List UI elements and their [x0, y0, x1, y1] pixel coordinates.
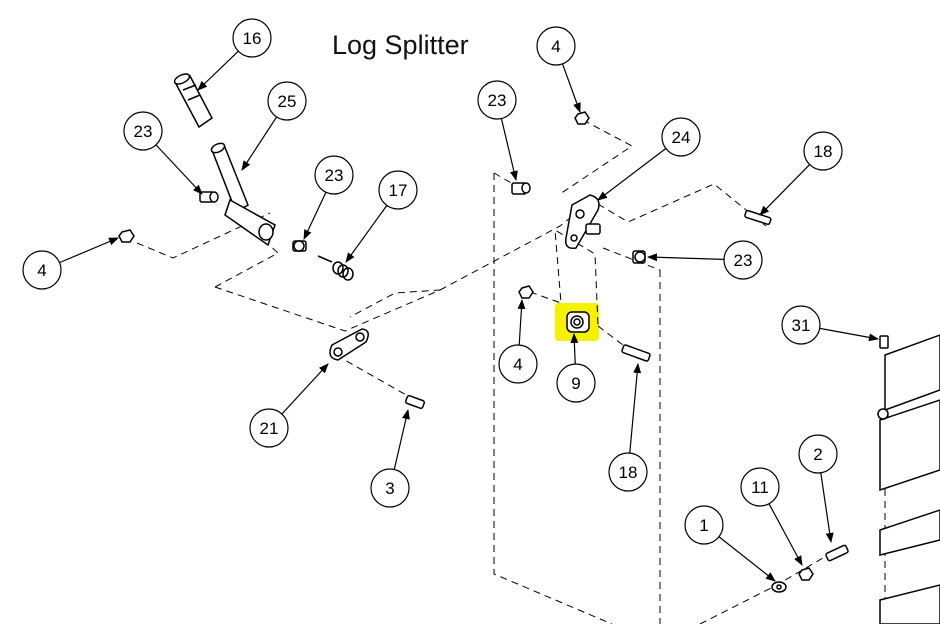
leader-lines	[59, 50, 879, 582]
callout-label-21: 21	[260, 419, 279, 438]
leader-line-4	[59, 237, 119, 264]
part-23-bushing-mid	[292, 240, 307, 252]
part-17-spring	[317, 255, 354, 281]
leader-line-17	[345, 205, 388, 263]
callout-label-16: 16	[243, 29, 262, 48]
callout-label-18: 18	[619, 463, 638, 482]
callout-circle-23	[477, 80, 517, 120]
callout-label-9: 9	[571, 374, 580, 393]
callout-circle-4	[498, 344, 538, 384]
part-4-nut-middle	[518, 285, 534, 299]
callout-circle-3	[370, 468, 410, 508]
part-23-bushing-center	[511, 182, 531, 195]
callout-circle-4	[536, 26, 576, 66]
callout-circle-18	[803, 131, 843, 171]
callout-circle-9	[556, 363, 596, 403]
part-4-nut-top	[574, 111, 590, 125]
part-2-bolt	[825, 544, 849, 562]
callout-label-23: 23	[325, 166, 344, 185]
leader-line-31	[819, 327, 879, 342]
callout-label-23: 23	[734, 251, 753, 270]
part-25-handle-tube	[210, 142, 276, 247]
callout-circle-23	[123, 111, 163, 151]
callout-circle-23	[314, 155, 354, 195]
part-18-pin-upper	[744, 209, 772, 226]
callout-label-2: 2	[813, 445, 822, 464]
callout-label-31: 31	[792, 316, 811, 335]
part-16-handle-grip	[173, 73, 213, 129]
leader-line-23	[647, 253, 725, 262]
callout-label-4: 4	[513, 355, 522, 374]
leader-line-9	[570, 333, 579, 365]
leader-line-4	[561, 63, 581, 113]
callout-circle-24	[661, 117, 701, 157]
leader-line-18	[629, 363, 642, 454]
callout-label-18: 18	[814, 142, 833, 161]
leader-line-11	[768, 503, 803, 566]
leader-line-25	[241, 116, 278, 171]
callout-circle-11	[740, 467, 780, 507]
callout-circle-18	[608, 452, 648, 492]
callout-label-23: 23	[134, 122, 153, 141]
part-24-bracket	[564, 194, 601, 250]
leader-line-18	[759, 164, 811, 216]
callout-circle-4	[22, 250, 62, 290]
part-18-pin-lower	[621, 344, 651, 362]
callout-label-17: 17	[389, 181, 408, 200]
part-frame-right	[877, 334, 940, 625]
callout-label-25: 25	[278, 92, 297, 111]
leader-line-2	[820, 472, 834, 543]
callout-label-3: 3	[385, 479, 394, 498]
part-11-nut	[798, 567, 814, 581]
callout-circle-31	[781, 305, 821, 345]
callout-label-24: 24	[672, 128, 691, 147]
part-3-pin	[404, 394, 426, 410]
callout-label-4: 4	[551, 37, 560, 56]
leader-line-16	[197, 50, 239, 91]
leader-line-3	[393, 409, 410, 470]
leader-line-23	[500, 118, 518, 181]
callout-circle-25	[267, 81, 307, 121]
assembly-lines	[136, 119, 886, 625]
callout-label-23: 23	[488, 91, 507, 110]
part-23-bushing-right	[632, 250, 646, 264]
leader-line-23	[303, 191, 327, 240]
part-23-bushing-left	[199, 191, 219, 203]
callout-label-11: 11	[751, 478, 769, 497]
callout-label-4: 4	[37, 261, 46, 280]
leader-line-4	[517, 299, 526, 346]
leader-line-21	[281, 363, 329, 415]
callout-circle-23	[723, 240, 763, 280]
callout-label-1: 1	[699, 516, 708, 535]
diagram-title: Log Splitter	[332, 30, 469, 60]
callout-circle-16	[232, 18, 272, 58]
leader-line-1	[718, 536, 776, 582]
part-4-nut-left	[118, 229, 135, 243]
leader-line-23	[155, 144, 203, 195]
callout-circle-1	[684, 505, 724, 545]
part-9-roller	[566, 311, 590, 333]
callout-circle-21	[249, 408, 289, 448]
callout-circle-2	[798, 434, 838, 474]
leader-line-24	[597, 148, 667, 201]
callout-circle-17	[378, 170, 418, 210]
part-1-washer	[771, 581, 787, 593]
part-21-link-plate	[329, 328, 369, 361]
